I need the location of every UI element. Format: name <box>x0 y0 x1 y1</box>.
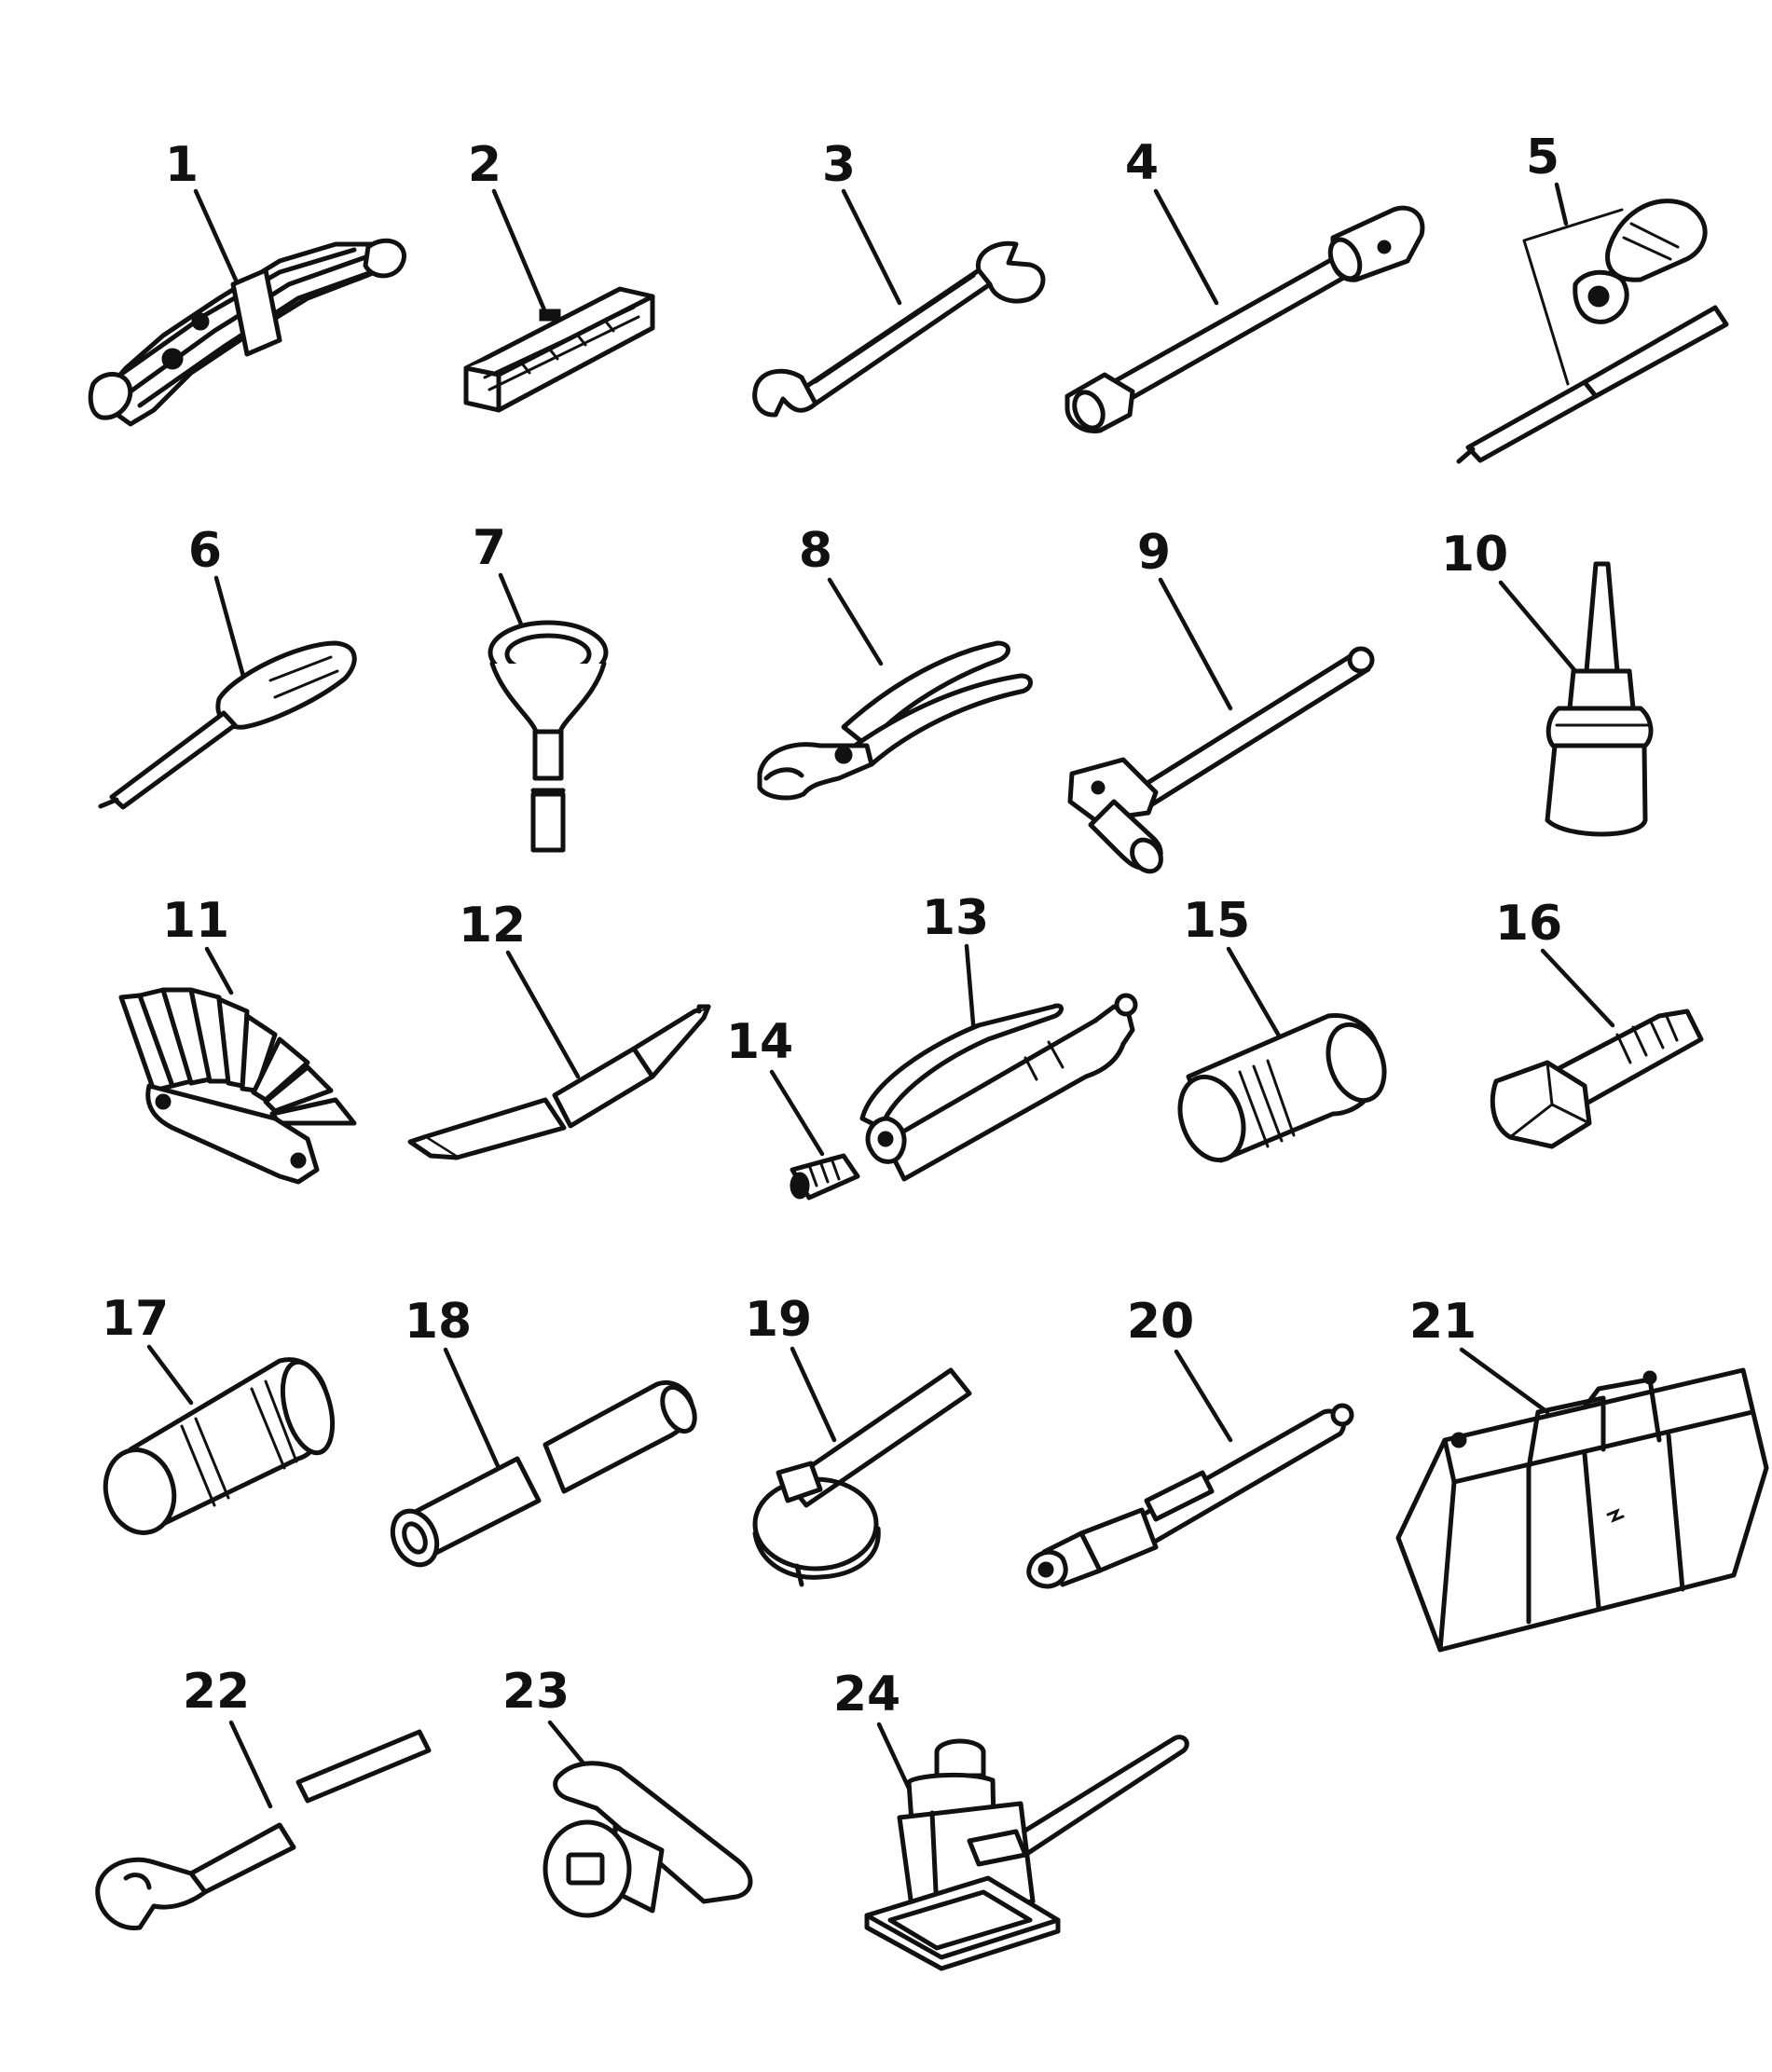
tool-tyre-lever: 12 <box>407 898 711 1160</box>
callout-20: 20 <box>1127 1294 1194 1350</box>
callout-4: 4 <box>1125 135 1159 191</box>
callout-23: 23 <box>502 1664 570 1720</box>
tool-screwdriver: 6 <box>98 523 357 810</box>
callout-8: 8 <box>799 523 832 579</box>
callout-17: 17 <box>102 1291 169 1347</box>
tool-box-spanner: 4 <box>1065 135 1425 433</box>
callout-22: 22 <box>183 1664 250 1720</box>
callout-9: 9 <box>1137 525 1171 581</box>
tool-bolt: 16 <box>1490 896 1704 1149</box>
callout-16: 16 <box>1495 896 1562 952</box>
callout-13: 13 <box>922 890 989 946</box>
tool-funnel: 7 <box>473 520 609 853</box>
callout-19: 19 <box>745 1292 812 1348</box>
callout-24: 24 <box>833 1667 900 1722</box>
callout-11: 11 <box>162 893 229 949</box>
callout-14: 14 <box>726 1014 793 1070</box>
tool-sleeve: 17 <box>102 1291 336 1535</box>
callout-21: 21 <box>1409 1294 1477 1350</box>
callout-5: 5 <box>1526 130 1559 185</box>
tool-pipe-handle: 18 <box>390 1294 697 1568</box>
callout-12: 12 <box>459 898 526 954</box>
callout-18: 18 <box>405 1294 472 1350</box>
tool-pump: 20 <box>1026 1294 1354 1589</box>
tool-filter-wrench: 19 <box>745 1292 972 1587</box>
tool-screwdriver-set: 5 <box>1456 130 1729 464</box>
tool-feeler-gauge: 11 <box>118 893 357 1185</box>
tool-open-end-spanner: 3 <box>752 137 1046 418</box>
tool-bottle-jack: 24 <box>833 1667 1189 1971</box>
tool-t-handle-socket: 23 <box>502 1664 753 1918</box>
callout-1: 1 <box>165 137 199 193</box>
callout-3: 3 <box>822 137 856 193</box>
tool-bag: 21 <box>1395 1294 1769 1653</box>
tool-oil-can: 10 <box>1441 527 1654 837</box>
tool-socket-box: 2 <box>463 137 655 413</box>
tool-grease-gun: 13 <box>859 890 1138 1182</box>
tool-grease-cartridge: 15 <box>1177 893 1387 1163</box>
callout-15: 15 <box>1183 893 1250 949</box>
tool-plug-wrench: 9 <box>1067 525 1375 874</box>
tool-wrench-set: 1 <box>88 137 406 427</box>
callout-6: 6 <box>188 523 222 579</box>
callout-2: 2 <box>468 137 501 193</box>
tool-pliers: 8 <box>757 523 1033 801</box>
callout-10: 10 <box>1441 527 1508 583</box>
tool-nozzle: 14 <box>726 1014 860 1201</box>
callout-7: 7 <box>473 520 506 576</box>
tool-spanner-with-bar: 22 <box>95 1664 432 1930</box>
